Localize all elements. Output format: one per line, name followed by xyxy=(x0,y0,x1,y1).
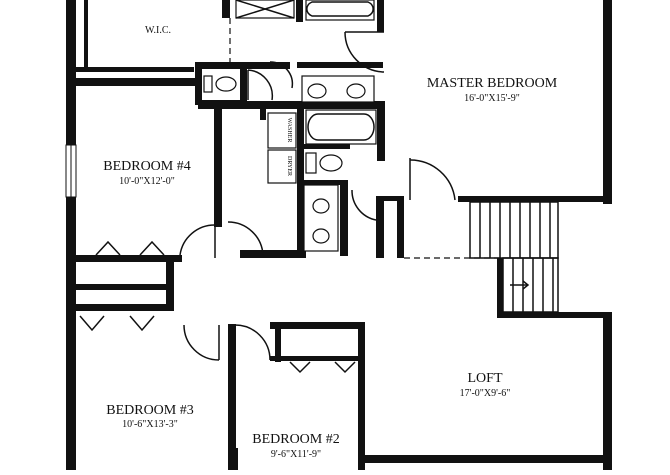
walls xyxy=(66,0,612,470)
master-bath-fixtures xyxy=(203,0,375,103)
wic-label: W.I.C. xyxy=(145,25,171,36)
bedroom3-label: BEDROOM #3 xyxy=(106,403,194,418)
closet-doors xyxy=(79,240,356,374)
bedroom4-size: 10'-0"X12'-0" xyxy=(119,176,175,187)
doors xyxy=(179,31,456,361)
laundry-fixtures: WASHER DRYER xyxy=(267,112,297,184)
bedroom4-label: BEDROOM #4 xyxy=(103,159,191,174)
room-labels: W.I.C. MASTER BEDROOM 16'-0"X15'-9" BEDR… xyxy=(103,25,557,460)
master-bedroom-label: MASTER BEDROOM xyxy=(427,76,558,91)
hall-bath-fixtures xyxy=(303,109,377,252)
bedroom2-size: 9'-6"X11'-9" xyxy=(271,449,321,460)
staircase xyxy=(469,201,559,313)
master-bedroom-size: 16'-0"X15'-9" xyxy=(464,93,520,104)
dryer-label: DRYER xyxy=(286,156,292,176)
bedroom3-size: 10'-6"X13'-3" xyxy=(122,419,178,430)
window xyxy=(65,144,77,198)
loft-label: LOFT xyxy=(468,371,503,386)
washer-label: WASHER xyxy=(286,118,292,143)
bedroom2-label: BEDROOM #2 xyxy=(252,432,340,447)
loft-size: 17'-0"X9'-6" xyxy=(460,388,511,399)
